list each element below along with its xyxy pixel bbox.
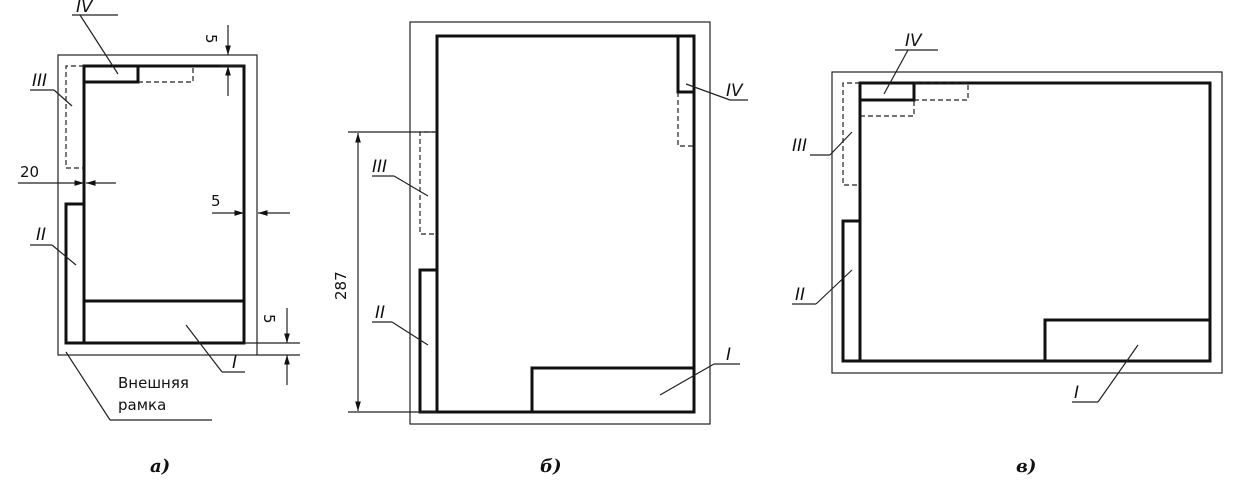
block-iv-b [676, 36, 694, 94]
panel-c: IV III II I в) [792, 31, 1223, 477]
label-ii-a: II [36, 225, 46, 245]
label-ii-b: II [375, 303, 385, 323]
panel-b: 287 IV III II I б) [332, 21, 748, 477]
block-ii-a [64, 202, 84, 345]
block-iv-dashed-c [914, 82, 969, 101]
title-block-b [530, 366, 694, 412]
block-iii-dashed-b [419, 131, 437, 235]
outer-frame-a [57, 54, 258, 356]
label-iv-a: IV [76, 0, 94, 17]
block-iv-dashed-b [677, 92, 694, 147]
block-ii-c [841, 219, 860, 363]
block-iv-dashed-a [138, 66, 194, 83]
block-iv-c [860, 83, 916, 102]
dim-5-top-a: 5 [202, 34, 220, 44]
note-outer-frame-1: Внешняя [118, 374, 189, 392]
block-iv-a [84, 66, 140, 84]
caption-c: в) [1016, 456, 1036, 477]
caption-a: а) [150, 456, 170, 477]
label-iii-b: III [372, 157, 387, 177]
label-ii-c: II [795, 285, 805, 305]
title-block-c [1043, 318, 1210, 361]
dim-20-a: 20 [20, 163, 39, 181]
panel-a: IV III II I 20 5 5 5 Внешняя рамка [18, 0, 300, 477]
outer-frame-b [409, 21, 711, 425]
note-outer-frame-2: рамка [118, 396, 166, 414]
label-i-c: I [1074, 383, 1079, 403]
caption-b: б) [540, 456, 562, 477]
label-iii-c: III [792, 136, 807, 156]
label-iv-b: IV [726, 81, 744, 101]
dim-287-b: 287 [332, 271, 350, 300]
label-iii-a: III [32, 71, 47, 91]
label-i-a: I [232, 353, 237, 373]
outer-frame-c [831, 71, 1223, 374]
label-iv-c: IV [905, 31, 923, 51]
block-iii-dashed-a [65, 65, 84, 169]
inner-frame-b [435, 34, 696, 414]
label-i-b: I [726, 345, 731, 365]
dim-5-right-a: 5 [211, 192, 221, 210]
dim-5-bottom-a: 5 [260, 314, 278, 324]
block-iii-dashed-c [842, 82, 860, 186]
